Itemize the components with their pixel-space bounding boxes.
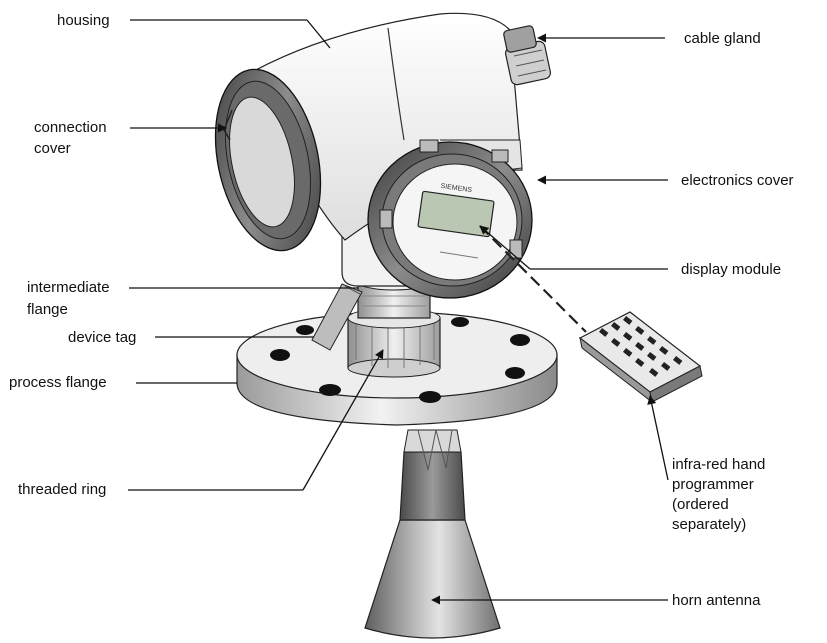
label-connection-cover-line2: cover: [34, 140, 71, 157]
label-horn-antenna: horn antenna: [672, 592, 761, 609]
display-module: SIEMENS: [417, 183, 495, 259]
label-process-flange: process flange: [9, 374, 107, 391]
label-programmer-line1: infra-red hand: [672, 456, 766, 473]
label-intermediate-flange: intermediate flange: [27, 278, 110, 319]
label-programmer: infra-red hand programmer (ordered separ…: [672, 455, 765, 535]
label-cable-gland: cable gland: [684, 30, 761, 47]
label-programmer-line4: separately): [672, 516, 747, 533]
connection-cover: [214, 68, 322, 252]
infra-red-programmer: [578, 311, 703, 404]
label-housing: housing: [57, 12, 110, 29]
label-programmer-line3: (ordered: [672, 496, 729, 513]
leader-lines: [128, 19, 669, 605]
cable-gland: [503, 25, 551, 86]
display-brand-text: SIEMENS: [440, 183, 473, 194]
label-intermediate-flange-line2: flange: [27, 301, 68, 318]
label-intermediate-flange-line1: intermediate: [27, 279, 110, 296]
ir-beam-line: [479, 225, 587, 333]
label-device-tag: device tag: [68, 329, 137, 346]
label-connection-cover-line1: connection: [34, 119, 107, 136]
label-electronics-cover: electronics cover: [681, 172, 794, 189]
label-threaded-ring: threaded ring: [18, 481, 107, 498]
label-display-module: display module: [681, 261, 782, 278]
device-tag: [311, 283, 363, 351]
label-connection-cover: connection cover: [34, 118, 107, 158]
label-programmer-line2: programmer: [672, 476, 754, 493]
horn-antenna: [364, 429, 501, 639]
